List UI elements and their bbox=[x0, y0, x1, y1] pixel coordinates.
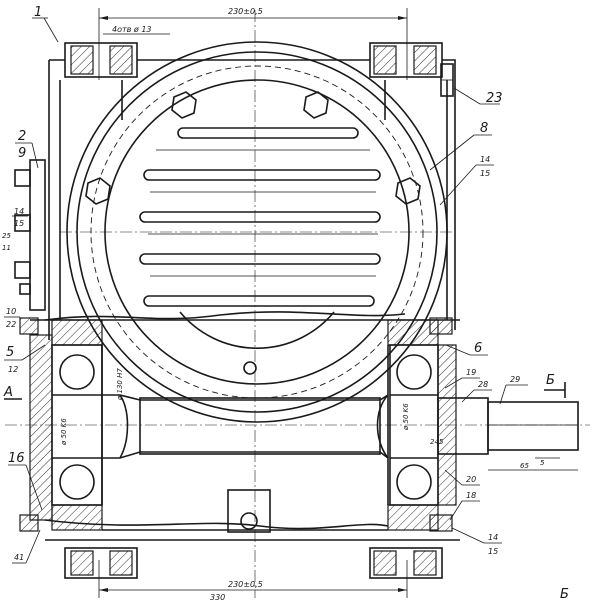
callout-29: 29 bbox=[510, 375, 520, 384]
top-dimension: 230±0,5 4отв ø 13 bbox=[98, 7, 408, 80]
callout-22: 22 bbox=[6, 320, 16, 329]
callout-23: 23 bbox=[486, 91, 503, 106]
callout-14c: 14 bbox=[480, 155, 490, 164]
callout-15e: 15 bbox=[488, 547, 498, 556]
foot-bottom-left bbox=[64, 547, 138, 579]
hex-bolt-4 bbox=[395, 177, 421, 205]
callout-10: 10 bbox=[6, 307, 16, 316]
worm-wheel bbox=[66, 41, 448, 423]
callout-2: 2 bbox=[18, 129, 26, 144]
bore-left-dim: ø 130 H7 bbox=[116, 368, 124, 401]
shaft-end-29 bbox=[487, 401, 579, 451]
callout-20: 20 bbox=[466, 475, 476, 484]
callout-11: 11 bbox=[2, 244, 11, 252]
callout-14a: 14 bbox=[14, 207, 24, 216]
callout-25: 25 bbox=[2, 232, 11, 240]
callout-15c: 15 bbox=[480, 169, 490, 178]
section-B2-label: Б bbox=[560, 587, 569, 600]
callout-2b: 9 bbox=[18, 146, 26, 161]
foot-bottom-right bbox=[369, 547, 443, 579]
left-cover bbox=[14, 159, 46, 311]
lower-section bbox=[19, 311, 460, 579]
callout-8: 8 bbox=[480, 121, 488, 136]
cooling-fins bbox=[139, 127, 381, 307]
section-A-label: A bbox=[3, 385, 13, 400]
callout-6: 6 bbox=[474, 341, 482, 356]
housing-upper bbox=[48, 42, 456, 340]
holes-note-label: 4отв ø 13 bbox=[112, 25, 152, 34]
callouts-left: 1 2 9 14 15 25 11 10 22 5 12 A 16 41 bbox=[2, 5, 59, 564]
section-5-label: 5 bbox=[540, 459, 545, 467]
hex-bolt-1 bbox=[171, 91, 197, 119]
worm-shaft bbox=[102, 394, 579, 459]
bore-right-dim: ø 50 K6 bbox=[402, 403, 410, 431]
callout-41: 41 bbox=[14, 553, 24, 562]
shaft-left-dim: ø 50 K6 bbox=[60, 418, 68, 446]
shaft-length-dim: 245 bbox=[430, 438, 444, 446]
top-width-label: 230±0,5 bbox=[228, 7, 263, 16]
callout-1: 1 bbox=[34, 5, 42, 20]
hex-bolt-3 bbox=[85, 177, 111, 205]
bottom-dimension: 230±0,5 330 bbox=[98, 560, 408, 600]
callout-14e: 14 bbox=[488, 533, 498, 542]
bottom-overall-label: 330 bbox=[210, 593, 225, 600]
callout-18: 18 bbox=[466, 491, 476, 500]
callout-16: 16 bbox=[8, 451, 25, 466]
callout-28: 28 bbox=[478, 380, 488, 389]
drain-boss bbox=[227, 489, 271, 533]
callout-19: 19 bbox=[466, 368, 476, 377]
shaft-end-dim: 65 bbox=[520, 462, 529, 470]
callout-12: 12 bbox=[8, 365, 18, 374]
bottom-width-label: 230±0,5 bbox=[228, 580, 263, 589]
callouts-right: 23 8 14 15 6 19 28 29 Б 20 18 14 15 bbox=[429, 87, 569, 600]
hex-bolt-2 bbox=[303, 91, 329, 119]
callout-15a: 15 bbox=[14, 219, 24, 228]
callout-5: 5 bbox=[6, 345, 14, 360]
left-wall bbox=[29, 334, 53, 521]
section-B-label: Б bbox=[546, 373, 555, 388]
